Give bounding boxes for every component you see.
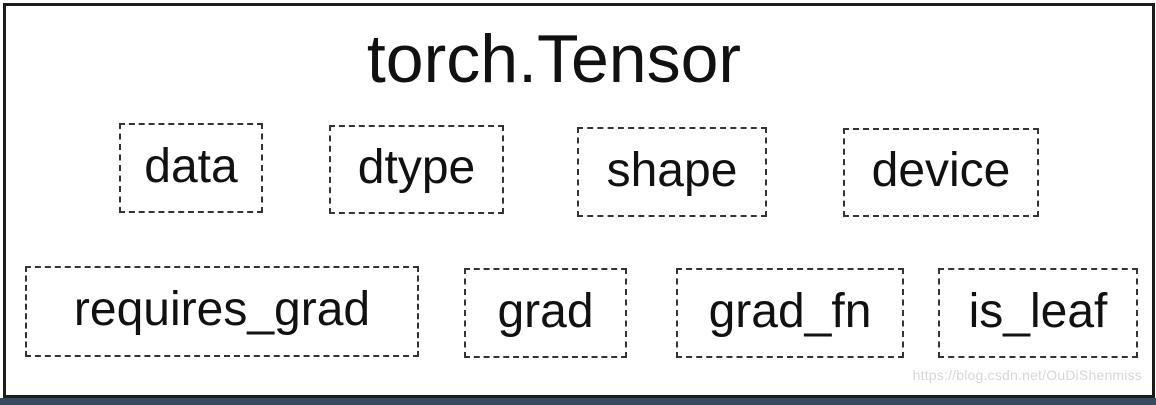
- attribute-box-grad-fn: grad_fn: [676, 268, 904, 358]
- attribute-box-device: device: [843, 128, 1039, 217]
- bottom-strip: [0, 398, 1156, 405]
- attribute-box-dtype: dtype: [329, 125, 504, 214]
- attribute-box-shape: shape: [577, 127, 767, 217]
- attribute-box-data: data: [119, 123, 263, 213]
- attribute-box-requires-grad: requires_grad: [25, 266, 419, 357]
- tensor-diagram-frame: torch.Tensor data dtype shape device req…: [3, 3, 1155, 398]
- watermark-text: https://blog.csdn.net/OuDiShenmiss: [912, 367, 1142, 383]
- attribute-box-is-leaf: is_leaf: [938, 268, 1138, 358]
- diagram-title: torch.Tensor: [366, 21, 742, 97]
- attribute-box-grad: grad: [464, 268, 627, 358]
